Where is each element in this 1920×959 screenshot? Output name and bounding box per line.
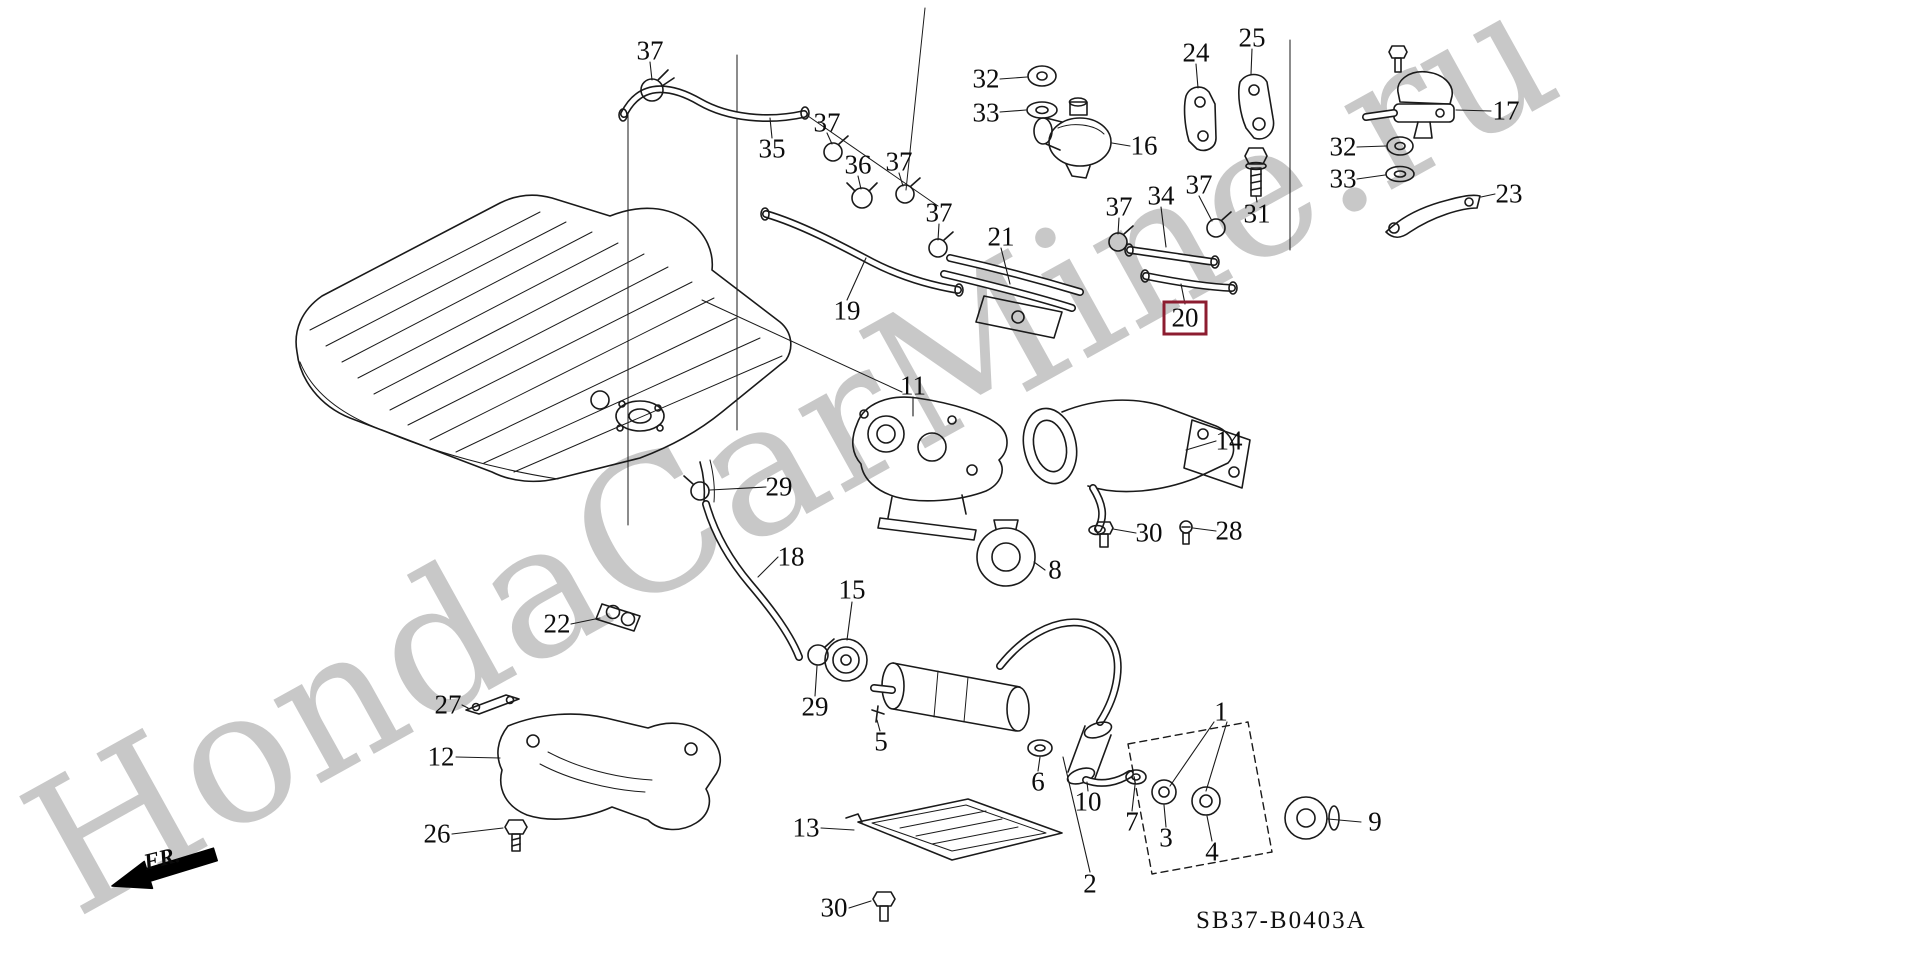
part-label-5-33[interactable]: 5	[874, 726, 888, 757]
clip-5	[871, 705, 885, 723]
clamp-37-c	[895, 177, 921, 204]
stay-27	[465, 694, 520, 715]
part-label-18-27[interactable]: 18	[777, 541, 805, 572]
part-label-36-13[interactable]: 36	[844, 149, 872, 180]
bracket-25	[1238, 73, 1275, 140]
hose-34	[1124, 243, 1220, 269]
clamp-37-f	[1206, 211, 1232, 238]
valve-16	[1033, 97, 1112, 179]
part-label-21-16[interactable]: 21	[987, 221, 1015, 252]
hose-35	[618, 85, 810, 122]
hose-18	[702, 500, 803, 661]
part-label-31-12[interactable]: 31	[1243, 198, 1271, 229]
pump-bracket-11	[852, 396, 1008, 541]
diagram-code: SB37-B0403A	[1196, 907, 1367, 934]
washer-33-b	[1385, 165, 1415, 183]
part-label-32-3[interactable]: 32	[972, 63, 1000, 94]
part-label-35-1[interactable]: 35	[758, 133, 786, 164]
holder-22	[595, 603, 641, 632]
part-label-29-24[interactable]: 29	[765, 471, 793, 502]
pipe-assembly-21	[940, 254, 1084, 339]
part-label-27-32[interactable]: 27	[434, 689, 462, 720]
part-label-34-18[interactable]: 34	[1147, 180, 1175, 211]
part-label-37-19[interactable]: 37	[1185, 169, 1213, 200]
part-label-4-39[interactable]: 4	[1205, 836, 1219, 867]
part-label-17-8[interactable]: 17	[1492, 95, 1520, 126]
part-label-19-20[interactable]: 19	[833, 295, 861, 326]
part-label-32-9[interactable]: 32	[1329, 131, 1357, 162]
washer-6	[1027, 739, 1053, 757]
part-label-13-43[interactable]: 13	[792, 812, 820, 843]
part-label-10-36[interactable]: 10	[1074, 786, 1102, 817]
part-label-29-31[interactable]: 29	[801, 691, 829, 722]
part-label-8-28[interactable]: 8	[1048, 554, 1062, 585]
part-label-12-34[interactable]: 12	[427, 741, 455, 772]
screw-28	[1179, 520, 1193, 545]
part-label-22-29[interactable]: 22	[543, 608, 571, 639]
washer-7	[1125, 769, 1147, 785]
grommet-3	[1151, 779, 1177, 805]
fuel-pump-15	[824, 638, 868, 682]
mount-8	[976, 519, 1036, 587]
part-label-16-5[interactable]: 16	[1130, 130, 1158, 161]
part-label-14-23[interactable]: 14	[1215, 425, 1243, 456]
part-label-33-10[interactable]: 33	[1329, 163, 1357, 194]
leader-lines	[451, 48, 1496, 909]
part-label-7-37[interactable]: 7	[1125, 806, 1139, 837]
part-label-30-25[interactable]: 30	[1135, 517, 1163, 548]
hose-19	[760, 207, 964, 297]
part-label-25-7[interactable]: 25	[1238, 22, 1266, 53]
grommet-32-a	[1027, 65, 1057, 87]
part-label-30-45[interactable]: 30	[820, 892, 848, 923]
part-label-15-30[interactable]: 15	[838, 574, 866, 605]
part-label-20-highlighted-21[interactable]: 20	[1162, 300, 1208, 336]
grommet-32-b	[1386, 136, 1414, 156]
part-label-2-44[interactable]: 2	[1083, 868, 1097, 899]
part-label-24-6[interactable]: 24	[1182, 37, 1210, 68]
heat-plate-13	[845, 798, 1063, 861]
group-box-1	[1127, 721, 1273, 875]
valve-17	[1362, 45, 1455, 139]
part-label-3-38[interactable]: 3	[1159, 822, 1173, 853]
part-label-37-2[interactable]: 37	[813, 107, 841, 138]
part-label-28-26[interactable]: 28	[1215, 515, 1243, 546]
bolt-26	[504, 819, 528, 852]
pump-outlet-hose	[996, 618, 1122, 726]
grommet-9	[1284, 796, 1340, 840]
bracket-23	[1385, 194, 1481, 239]
part-label-6-35[interactable]: 6	[1031, 766, 1045, 797]
bolt-30-b	[872, 891, 896, 922]
part-label-37-15[interactable]: 37	[925, 197, 953, 228]
part-label-9-41[interactable]: 9	[1368, 806, 1382, 837]
clamp-29-a	[683, 475, 710, 501]
grommet-4	[1191, 786, 1221, 816]
bracket-12	[497, 713, 722, 831]
hose-clamp-37-b	[823, 135, 849, 162]
part-label-1-40[interactable]: 1	[1214, 696, 1228, 727]
part-label-37-17[interactable]: 37	[1105, 191, 1133, 222]
clamp-29-b	[807, 638, 835, 666]
part-label-33-4[interactable]: 33	[972, 97, 1000, 128]
clamp-36	[846, 182, 878, 209]
part-label-26-42[interactable]: 26	[423, 818, 451, 849]
fuel-tank	[295, 194, 792, 503]
part-label-37-14[interactable]: 37	[885, 146, 913, 177]
hose-20	[1140, 269, 1238, 295]
filler-pipe-14	[1022, 399, 1251, 536]
washer-33-a	[1026, 101, 1058, 119]
part-label-11-22[interactable]: 11	[900, 370, 926, 401]
pump-canister-2	[870, 662, 1030, 732]
part-label-23-11[interactable]: 23	[1495, 178, 1523, 209]
part-label-37-0[interactable]: 37	[636, 35, 664, 66]
bolt-30-a	[1094, 521, 1114, 548]
